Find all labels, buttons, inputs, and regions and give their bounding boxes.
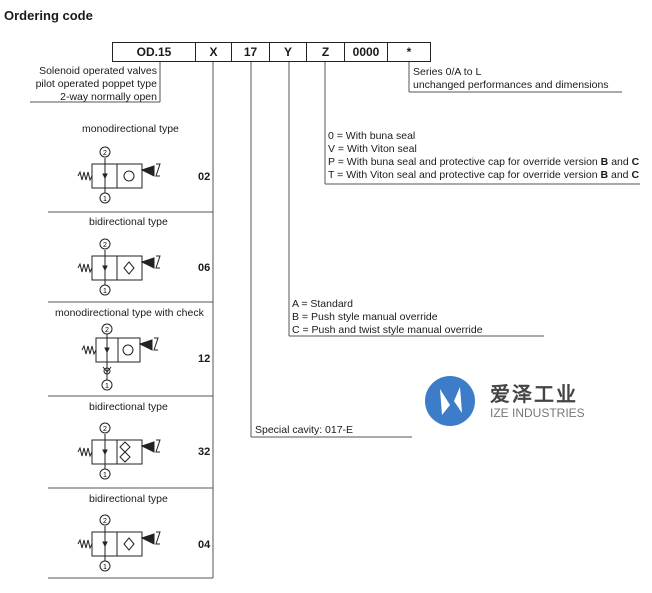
type-label-02: monodirectional type <box>82 123 179 135</box>
ize-logo <box>424 375 476 432</box>
valve-symbol-02: 2 1 <box>77 146 161 204</box>
port-1-label: 1 <box>103 472 107 479</box>
type-label-32: bidirectional type <box>89 401 168 413</box>
type-code-32: 32 <box>198 446 211 458</box>
port-2-label: 2 <box>103 150 107 157</box>
override-option-b: B = Push style manual override <box>292 311 438 323</box>
type-code-06: 06 <box>198 262 211 274</box>
port-1-label: 1 <box>103 288 107 295</box>
seal-option-p-text: P = With buna seal and protective cap fo… <box>328 156 598 168</box>
seal-option-t-text: T = With Viton seal and protective cap f… <box>328 169 598 181</box>
cavity-note: Special cavity: 017-E <box>255 424 354 436</box>
port-2-label: 2 <box>103 426 107 433</box>
ize-logo-cn: 爱泽工业 <box>490 382 578 406</box>
override-options: A = Standard B = Push style manual overr… <box>292 298 483 337</box>
seal-options: 0 = With buna seal V = With Viton seal P… <box>328 130 639 182</box>
valve-symbol-12: 2 1 <box>81 323 159 391</box>
series-note-line-1: Series 0/A to L <box>413 66 482 78</box>
description-line-1: Solenoid operated valves <box>39 65 157 77</box>
seal-option-p-and: and <box>611 156 629 168</box>
port-2-label: 2 <box>103 518 107 525</box>
series-note: Series 0/A to L unchanged performances a… <box>413 66 609 92</box>
ize-logo-en: IZE INDUSTRIES <box>490 406 585 420</box>
type-label-04: bidirectional type <box>89 493 168 505</box>
port-1-label: 1 <box>103 564 107 571</box>
type-label-12: monodirectional type with check <box>55 307 204 319</box>
override-option-c: C = Push and twist style manual override <box>292 324 483 336</box>
seal-option-t-c: C <box>631 169 640 181</box>
valve-symbol-32: 2 1 <box>77 422 161 480</box>
seal-option-t: T = With Viton seal and protective cap f… <box>328 169 639 182</box>
seal-option-v: V = With Viton seal <box>328 143 417 155</box>
seal-option-p-b: B <box>600 156 609 168</box>
port-2-label: 2 <box>103 242 107 249</box>
code-box-star: * <box>387 42 431 62</box>
override-option-a: A = Standard <box>292 298 354 310</box>
seal-option-t-b: B <box>600 169 609 181</box>
description-line-2: pilot operated poppet type <box>35 78 157 90</box>
seal-option-0: 0 = With buna seal <box>328 130 416 142</box>
valve-symbol-06: 2 1 <box>77 238 161 296</box>
type-code-04: 04 <box>198 539 211 551</box>
type-code-12: 12 <box>198 353 211 365</box>
seal-option-p: P = With buna seal and protective cap fo… <box>328 156 639 169</box>
description-line-3: 2-way normally open <box>60 91 157 103</box>
port-1-label: 1 <box>105 383 109 390</box>
series-note-line-2: unchanged performances and dimensions <box>413 79 609 91</box>
valve-symbol-04: 2 1 <box>77 514 161 572</box>
port-2-label: 2 <box>105 327 109 334</box>
page-title: Ordering code <box>4 8 93 23</box>
seal-option-p-c: C <box>631 156 640 168</box>
type-code-02: 02 <box>198 171 211 183</box>
ize-logo-mark <box>425 376 475 426</box>
description-block: Solenoid operated valves pilot operated … <box>0 65 157 104</box>
seal-option-t-and: and <box>610 169 629 181</box>
type-label-06: bidirectional type <box>89 216 168 228</box>
port-1-label: 1 <box>103 196 107 203</box>
